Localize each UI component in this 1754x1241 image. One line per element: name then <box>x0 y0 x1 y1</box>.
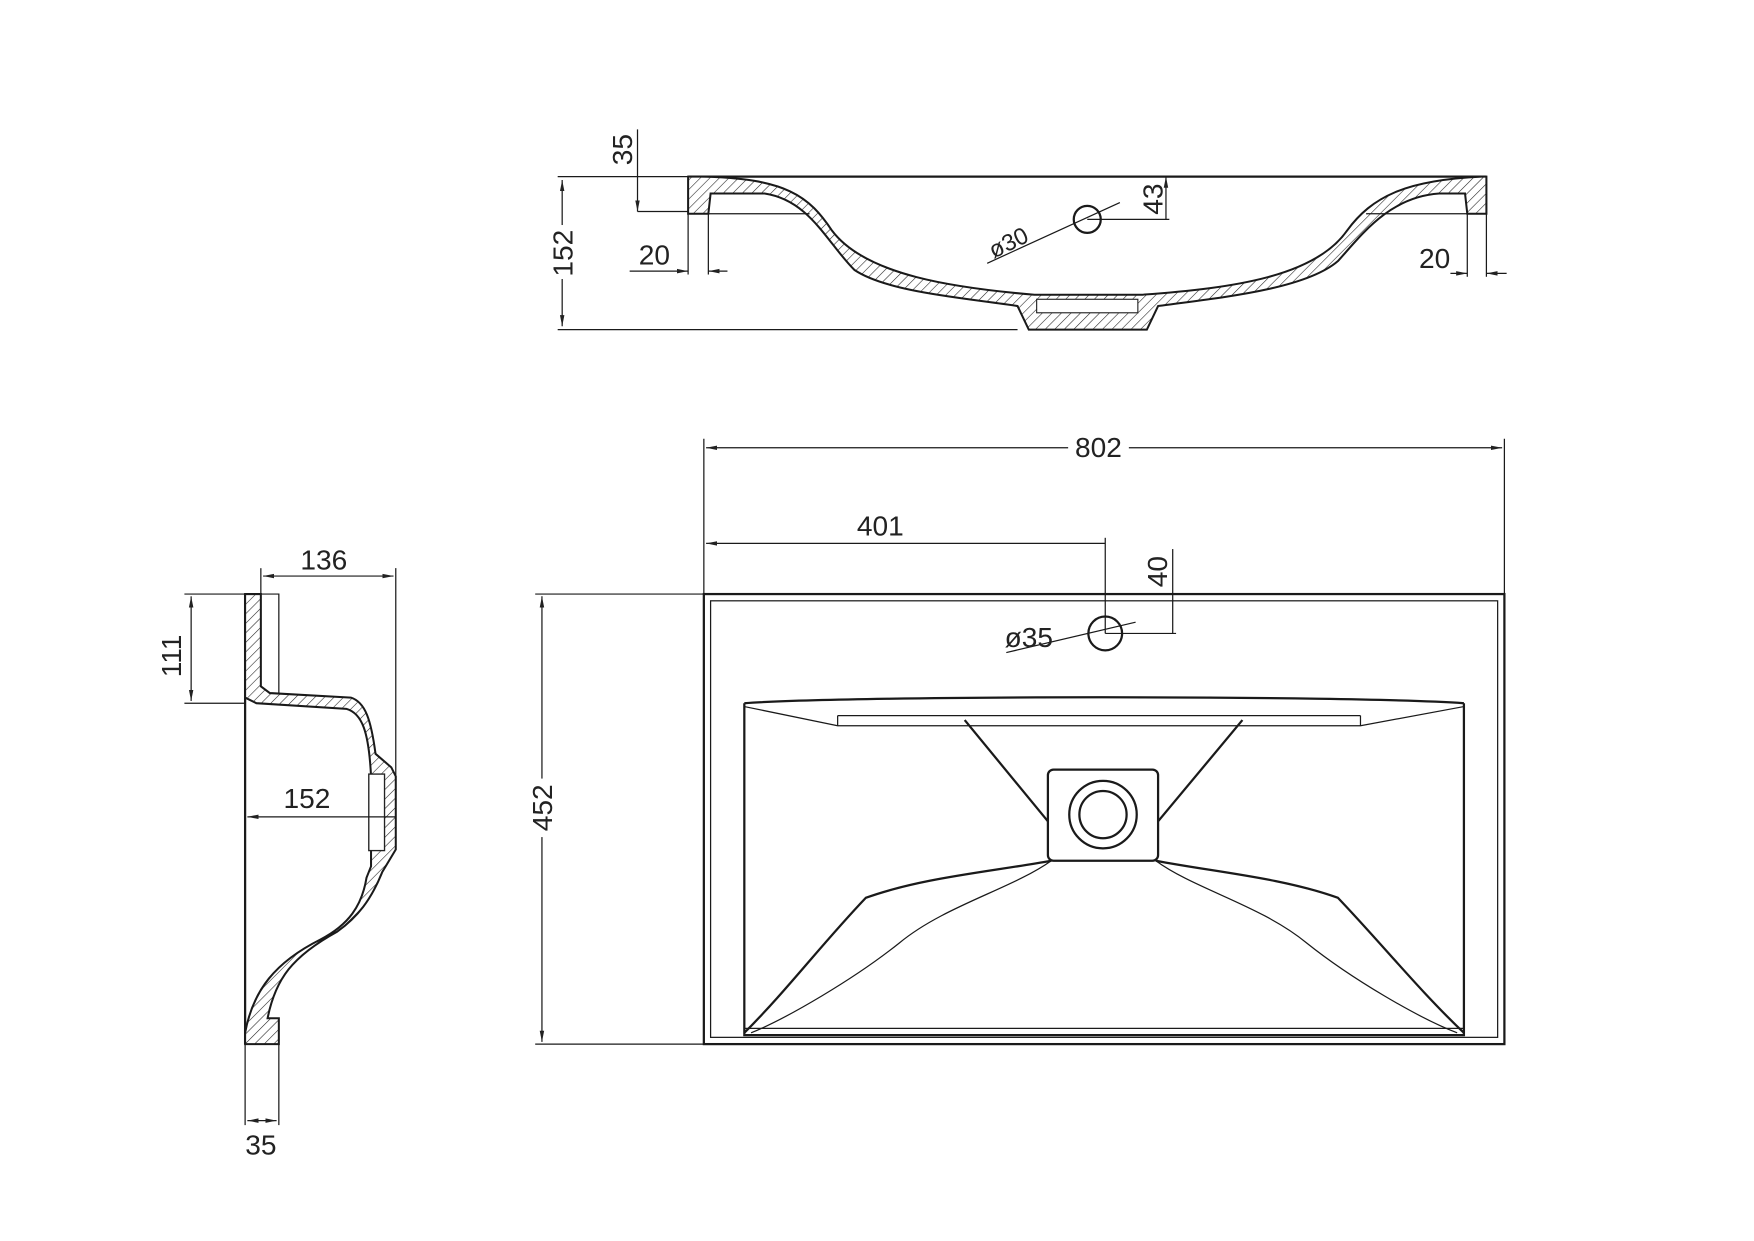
dim-rim-height-111: 111 <box>156 635 187 678</box>
plan-view: 802 401 40 ø35 452 <box>527 429 1506 1046</box>
dim-side-depth-152: 152 <box>284 783 331 814</box>
side-drain-detail <box>368 773 386 852</box>
side-section-view: 136 111 152 35 <box>156 544 397 1160</box>
basin-outline <box>743 703 1466 1037</box>
drain-housing <box>1046 768 1160 862</box>
dim-width-802: 802 <box>1075 432 1122 463</box>
dim-top-width-136: 136 <box>300 544 347 575</box>
drain-detail <box>1036 298 1139 314</box>
dim-rim-depth-35: 35 <box>607 134 638 165</box>
front-section-view: 152 35 20 20 43 ø30 <box>547 129 1507 331</box>
outer-outline <box>702 592 1506 1046</box>
dim-tap-diameter-30: ø30 <box>985 223 1033 264</box>
drain-outer-circle <box>1068 779 1138 850</box>
dim-tap-from-back-40: 40 <box>1142 556 1173 587</box>
dim-tap-center-401: 401 <box>857 511 904 542</box>
dim-tap-offset-43: 43 <box>1138 183 1169 214</box>
dim-left-rim-20: 20 <box>639 239 670 270</box>
dim-right-rim-20: 20 <box>1419 243 1450 274</box>
dim-height-152: 152 <box>547 230 578 277</box>
dim-tap-diameter-35: ø35 <box>1005 622 1053 653</box>
side-section-profile <box>244 593 397 1046</box>
dim-depth-452: 452 <box>527 784 558 831</box>
dim-rim-thickness-35: 35 <box>245 1129 276 1160</box>
rim-inner-outline <box>709 600 1499 1038</box>
drain-inner-circle <box>1078 789 1128 840</box>
